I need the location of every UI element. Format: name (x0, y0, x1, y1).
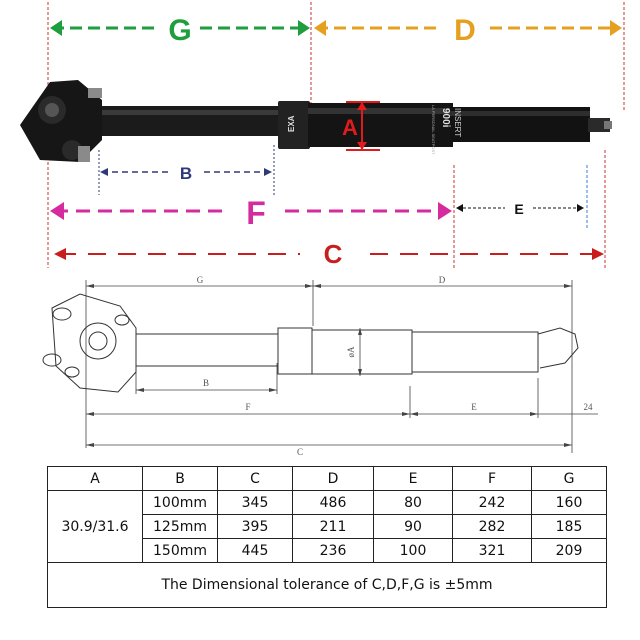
table-header-c: C (217, 466, 293, 491)
spec-table: A B C D E F G 30.9/31.6 100mm 345 486 80… (47, 466, 607, 608)
table-row: 30.9/31.6 100mm 345 486 80 242 160 (47, 490, 607, 563)
table-header-b: B (142, 466, 218, 491)
drawing-label-c: C (297, 447, 303, 457)
drawing-label-f: F (245, 402, 250, 412)
drawing-label-24: 24 (584, 402, 594, 412)
drawing-arrowheads (86, 284, 572, 447)
dimension-e (456, 204, 584, 212)
table-cell: 209 (531, 538, 607, 563)
drawing-label-a: øA (346, 346, 356, 358)
label-d: D (454, 14, 476, 47)
table-header-e: E (373, 466, 453, 491)
table-cell: 282 (452, 514, 532, 539)
table-cell: 90 (373, 514, 453, 539)
dimension-f (50, 202, 452, 220)
table-cell: 321 (452, 538, 532, 563)
dimension-c (54, 248, 604, 260)
table-cell: 445 (217, 538, 293, 563)
seatpost-photo: EXA INSERT 900i LA PERSONAL SEATPOST (20, 80, 612, 162)
table-cell: 395 (217, 514, 293, 539)
technical-drawing: G D øA B F E 24 C (42, 275, 598, 457)
table-cell: 160 (531, 490, 607, 515)
drawing-seatpost (42, 293, 579, 393)
drawing-label-e: E (471, 402, 477, 412)
table-cell: 125mm (142, 514, 218, 539)
table-cell: 100mm (142, 490, 218, 515)
label-c: C (324, 239, 343, 269)
table-cell: 236 (292, 538, 374, 563)
table-cell-diameter: 30.9/31.6 (47, 490, 143, 563)
fine-print-text: LA PERSONAL SEATPOST (431, 105, 436, 155)
table-header-row: A B C D E F G (47, 466, 607, 491)
label-g: G (168, 14, 191, 47)
table-cell: 486 (292, 490, 374, 515)
table-cell: 100 (373, 538, 453, 563)
drawing-label-b: B (203, 378, 209, 388)
table-cell: 185 (531, 514, 607, 539)
label-f: F (246, 195, 266, 231)
dimension-a (346, 101, 380, 151)
photo-diagram: G D EXA INSERT 900i LA PERSONAL SEATPOST (20, 2, 625, 269)
logo-text: EXA (287, 115, 296, 132)
label-a: A (342, 115, 358, 140)
label-b: B (180, 164, 192, 183)
dimension-d (314, 20, 622, 36)
table-header-a: A (47, 466, 143, 491)
dimension-g (50, 20, 310, 36)
tolerance-note: The Dimensional tolerance of C,D,F,G is … (47, 562, 607, 608)
table-cell: 150mm (142, 538, 218, 563)
table-note-row: The Dimensional tolerance of C,D,F,G is … (47, 562, 607, 608)
table-header-g: G (531, 466, 607, 491)
table-row: 125mm 395 211 90 282 185 (48, 514, 607, 539)
dimension-b (100, 168, 272, 176)
table-cell: 211 (292, 514, 374, 539)
table-cell: 80 (373, 490, 453, 515)
drawing-label-d: D (439, 275, 446, 285)
label-e: E (514, 201, 523, 217)
table-cell: 242 (452, 490, 532, 515)
drawing-label-g: G (197, 275, 204, 285)
model-text: 900i (440, 108, 451, 128)
table-header-d: D (292, 466, 374, 491)
table-cell: 345 (217, 490, 293, 515)
table-header-f: F (452, 466, 532, 491)
brand-text: INSERT (453, 108, 462, 137)
